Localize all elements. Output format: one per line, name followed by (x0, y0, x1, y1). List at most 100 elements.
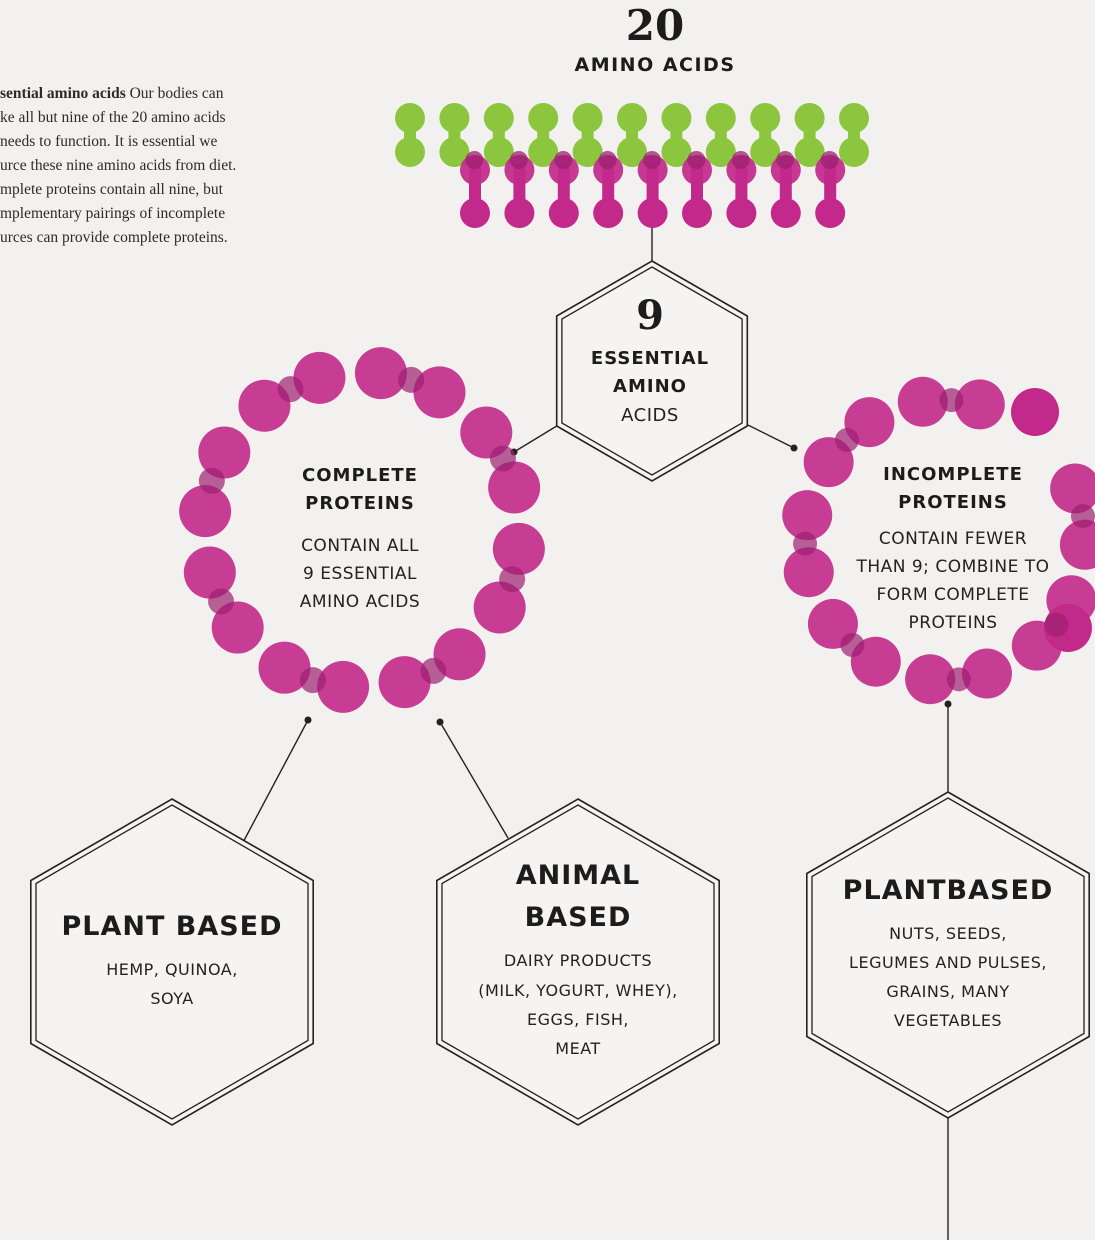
incomplete-protein-overlap (946, 667, 971, 692)
intro-line: urce these nine amino acids from diet. (0, 157, 237, 174)
green-amino-bead (572, 103, 603, 133)
complete-protein-overlap (398, 366, 425, 393)
incomplete-protein-bead (897, 376, 948, 427)
green-amino-bead (483, 137, 514, 167)
magenta-amino-bead (770, 198, 801, 228)
green-amino-bead (617, 103, 647, 133)
incomplete-desc-line4: PROTEINS (908, 613, 998, 633)
green-amino-bead (705, 103, 736, 133)
animal-based-title-line1: ANIMAL (515, 860, 641, 891)
essential-label-line1: ESSENTIAL (590, 348, 710, 369)
green-amino-bead (528, 137, 559, 167)
intro-line: mplete proteins contain all nine, but (0, 181, 223, 198)
plantbased-title: PLANTBASED (842, 875, 1054, 906)
green-amino-bead (439, 103, 470, 133)
overlap-amino-bead (687, 151, 706, 169)
plantbased-hexagon (805, 791, 1090, 1119)
green-amino-bead (794, 103, 825, 133)
green-amino-bead (839, 137, 869, 167)
complete-protein-bead (179, 485, 232, 538)
incomplete-title-line2: PROTEINS (898, 492, 1008, 513)
complete-protein-bead (198, 426, 251, 479)
complete-protein-overlap (420, 657, 447, 684)
total-amino-acids-label: AMINO ACIDS (574, 54, 736, 76)
complete-title-line1: COMPLETE (302, 465, 418, 486)
plant-based-hexagon-inner (35, 804, 309, 1120)
intro-line: ke all but nine of the 20 amino acids (0, 109, 226, 126)
plant-based-desc-line2: SOYA (150, 989, 194, 1008)
incomplete-protein-overlap (834, 428, 859, 453)
complete-protein-overlap (277, 376, 304, 403)
essential-number: 9 (636, 292, 664, 339)
magenta-amino-bead (682, 198, 712, 228)
magenta-amino-bead (815, 198, 846, 228)
green-amino-bead (750, 103, 781, 133)
plantbased-desc-line3: GRAINS, MANY (886, 982, 1010, 1001)
incomplete-protein-overlap (840, 633, 865, 658)
connector-dot (304, 716, 312, 724)
connector-complete-to-animal (439, 721, 509, 839)
green-amino-bead (705, 137, 736, 167)
plantbased-desc-line4: VEGETABLES (893, 1011, 1003, 1030)
essential-label-line3: ACIDS (621, 405, 679, 426)
incomplete-protein-overlap (939, 388, 964, 413)
incomplete-protein-bead (1011, 388, 1059, 436)
animal-based-title-line2: BASED (524, 902, 632, 933)
intro-line: sential amino acids Our bodies can (0, 82, 340, 106)
green-amino-bead (395, 103, 425, 133)
plantbased-hexagon-inner (811, 797, 1085, 1113)
overlap-amino-bead (820, 151, 839, 169)
animal-based-hexagon-inner (441, 804, 715, 1120)
overlap-amino-bead (554, 151, 573, 169)
intro-text: sential amino acids Our bodies can ke al… (0, 82, 340, 250)
complete-protein-overlap (299, 667, 326, 694)
complete-protein-bead (460, 406, 513, 459)
overlap-amino-bead (643, 151, 661, 169)
magenta-amino-bead (548, 198, 579, 228)
intro-line: needs to function. It is essential we (0, 133, 218, 150)
connector-essential-to-complete (513, 423, 561, 453)
complete-protein-bead (378, 656, 431, 709)
connector-essential-to-incomplete (747, 424, 795, 449)
overlap-amino-bead (731, 151, 750, 169)
connector-complete-to-plant (239, 719, 309, 849)
connector-dot (436, 718, 444, 726)
incomplete-protein-bead (954, 379, 1005, 430)
incomplete-protein-bead (783, 547, 834, 598)
connector-dot (944, 700, 952, 708)
essential-hexagon (555, 260, 749, 482)
complete-protein-bead (473, 581, 526, 634)
complete-protein-bead (317, 660, 370, 713)
hexagon-frames (29, 260, 1090, 1126)
incomplete-protein-bead (782, 490, 833, 541)
incomplete-protein-bead (905, 654, 956, 705)
green-amino-bead (395, 137, 425, 167)
incomplete-protein-overlap (1070, 504, 1095, 529)
incomplete-desc-line3: FORM COMPLETE (876, 585, 1030, 605)
intro-line: mplementary pairings of incomplete (0, 205, 226, 222)
magenta-amino-bead (593, 198, 624, 228)
animal-based-desc-line2: (MILK, YOGURT, WHEY), (478, 981, 678, 1000)
total-amino-acids-number: 20 (625, 1, 685, 50)
complete-protein-overlap (499, 566, 526, 593)
amino-acid-chains (179, 103, 1095, 713)
green-amino-bead (617, 137, 647, 167)
complete-protein-bead (413, 366, 466, 419)
intro-line-text: Our bodies can (129, 85, 224, 102)
incomplete-desc-line2: THAN 9; COMBINE TO (856, 557, 1050, 577)
magenta-amino-bead (460, 198, 490, 228)
complete-desc-line2: 9 ESSENTIAL (303, 564, 417, 584)
complete-desc-line1: CONTAIN ALL (301, 536, 419, 556)
complete-protein-overlap (208, 588, 235, 615)
plant-based-desc-line1: HEMP, QUINOA, (106, 960, 238, 979)
complete-protein-bead (492, 522, 545, 575)
green-amino-bead (794, 137, 825, 167)
incomplete-protein-bead (1059, 519, 1095, 570)
essential-label-line2: AMINO (613, 376, 687, 397)
complete-protein-bead (488, 461, 541, 514)
animal-based-desc-line1: DAIRY PRODUCTS (503, 951, 653, 970)
complete-title-line2: PROTEINS (305, 493, 415, 514)
overlap-amino-bead (465, 151, 484, 169)
